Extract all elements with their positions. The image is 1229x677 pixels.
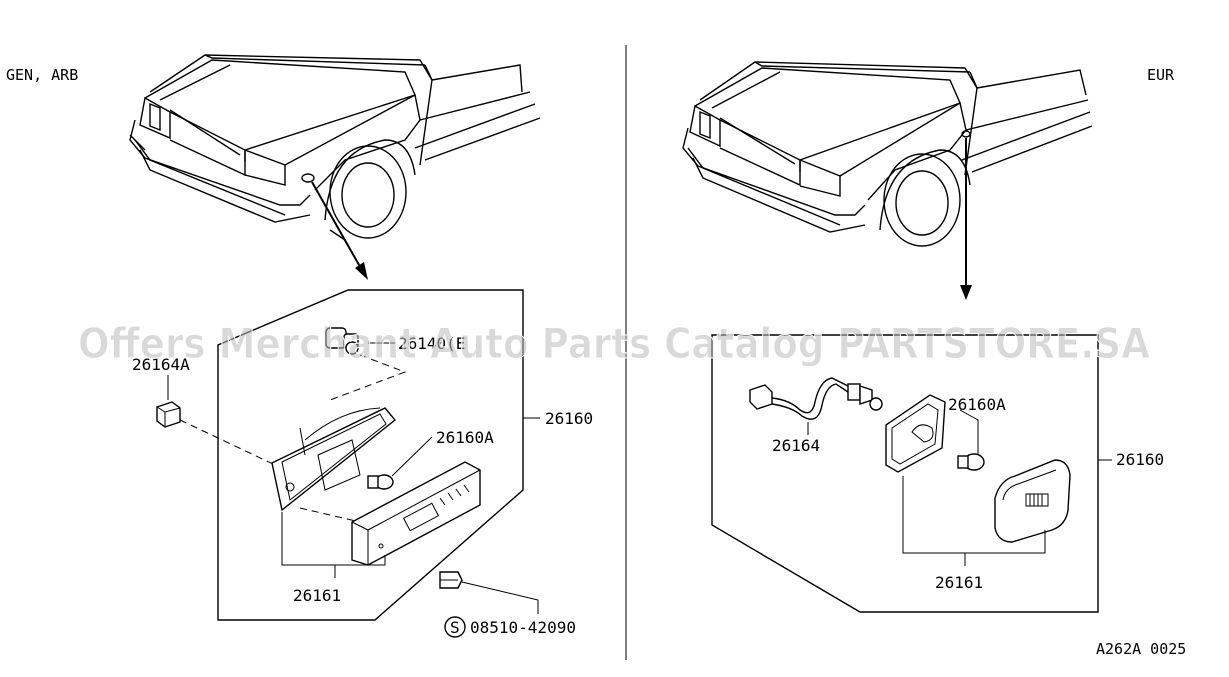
screw-symbol: S [450,618,460,637]
label-clip: 26164A [132,355,190,374]
right-bulb [957,453,985,471]
label-screw: 08510-42090 [470,618,576,637]
screw-symbol-circle [444,616,466,638]
region-label-left: GEN, ARB [6,66,78,84]
watermark: Offers Merchant Auto Parts Catalog PARTS… [78,319,1150,368]
label-harness: 26164 [772,436,820,455]
label-bulb-socket: 26140(E [398,334,465,353]
right-exploded-view [711,334,1112,613]
right-lens [994,459,1071,543]
right-marker-location [961,130,971,138]
label-lens-right: 26161 [935,573,983,592]
right-car-illustration [682,61,1093,300]
diagram-code: A262A 0025 [1096,640,1186,658]
left-marker-location [301,173,315,183]
harness-part [749,377,883,420]
left-bulb-socket [325,327,359,355]
label-bulb-right: 26160A [948,395,1006,414]
left-car-illustration [129,54,541,280]
label-lens-left: 26161 [293,586,341,605]
right-lamp-housing [885,394,946,473]
left-lamp-housing [271,407,396,512]
left-bulb [367,474,394,490]
left-screw [439,571,463,589]
region-label-right: EUR [1147,66,1175,84]
left-exploded-view [156,289,540,621]
label-bulb-left: 26160A [436,428,494,447]
label-lamp-assy-left: 26160 [545,409,593,428]
label-lamp-assy-right: 26160 [1116,450,1164,469]
left-lens [351,461,481,566]
clip-part [156,401,181,428]
